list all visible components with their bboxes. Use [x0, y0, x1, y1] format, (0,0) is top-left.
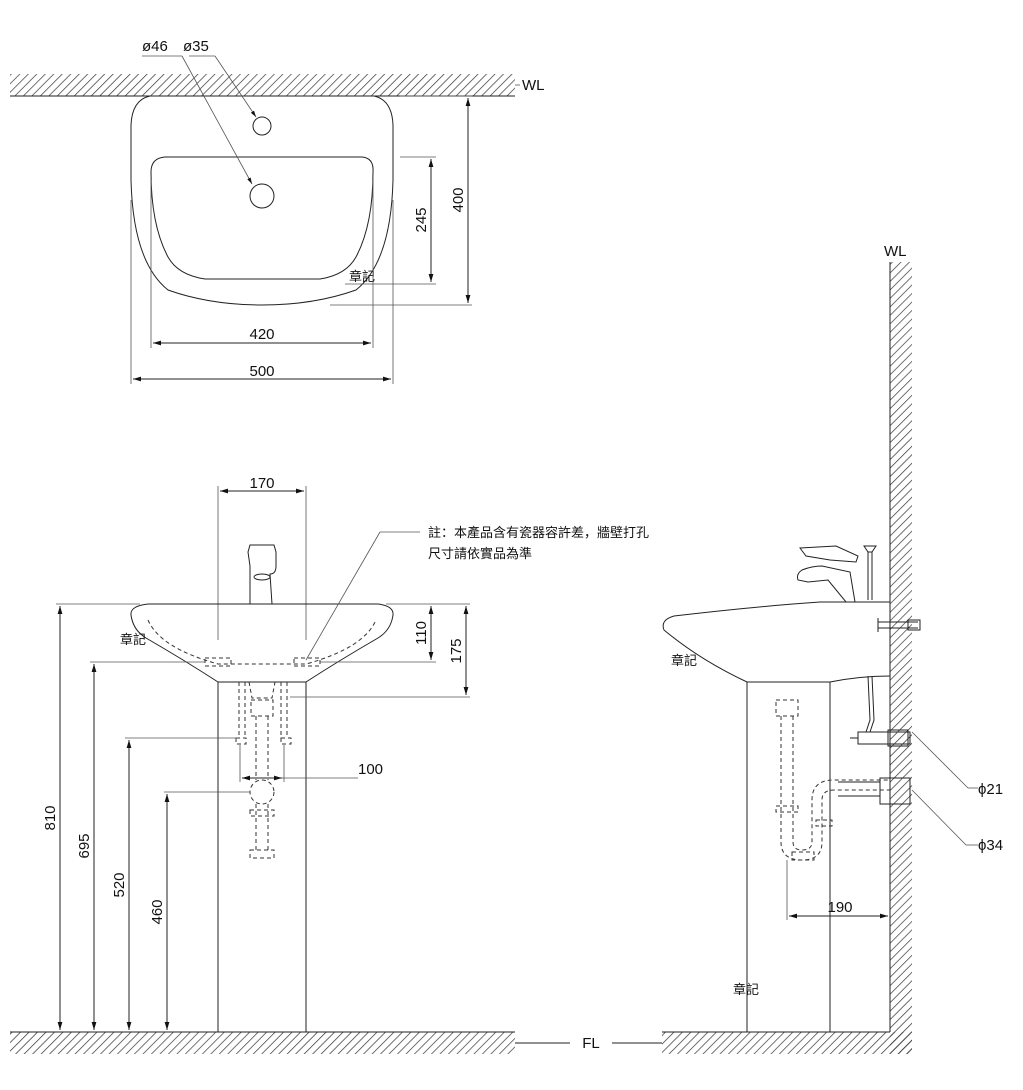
dim-width: 500 — [249, 363, 274, 380]
dim-depth: 400 — [450, 187, 467, 212]
top-wall-label: WL — [522, 77, 545, 94]
side-floor-hatch — [662, 1032, 912, 1054]
front-floor-hatch — [10, 1032, 515, 1054]
dim-height-drain: 460 — [149, 899, 166, 924]
bowl-outline-top — [150, 156, 374, 280]
stamp-front: 章記 — [120, 632, 146, 648]
top-view: WL ø46 ø35 245 400 章記 420 500 — [10, 38, 545, 384]
front-view: 170 章記 100 — [10, 475, 649, 1054]
dim-basin-bottom: 175 — [448, 638, 465, 663]
stamp-top: 章記 — [349, 269, 375, 285]
dim-drain: ϕ34 — [978, 837, 1003, 854]
basin-side — [662, 601, 891, 683]
note-line1: 註：本產品含有瓷器容許差，牆壁打孔 — [428, 525, 649, 541]
dim-bowl-width: 420 — [249, 326, 274, 343]
dim-faucet-spacing: 170 — [249, 475, 274, 492]
tap-hole-circle — [252, 116, 272, 136]
floor-label: FL — [582, 1035, 600, 1052]
note-line2: 尺寸請依實品為準 — [428, 546, 532, 562]
top-wall-hatch — [10, 74, 515, 96]
dim-pipe-spacing: 100 — [358, 761, 383, 778]
side-view: WL 章記 — [662, 243, 1003, 1054]
dim-bowl-depth: 245 — [413, 207, 430, 232]
stamp-side-upper: 章記 — [671, 653, 697, 669]
dim-height-bracket: 695 — [76, 833, 93, 858]
dim-trap-offset: 190 — [827, 899, 852, 916]
dim-height-supply: 520 — [111, 872, 128, 897]
hole-label-46: ø46 — [142, 38, 168, 55]
dim-basin-top: 110 — [413, 621, 430, 645]
dim-height-rim: 810 — [42, 805, 59, 830]
stamp-side-lower: 章記 — [733, 982, 759, 998]
basin-front — [130, 603, 394, 683]
side-wall-label: WL — [884, 243, 907, 260]
side-wall-hatch — [890, 262, 912, 1054]
hole-label-35: ø35 — [183, 38, 209, 55]
faucet-side — [797, 565, 856, 603]
drain-hole-circle — [249, 183, 275, 209]
basin-outline-top — [130, 95, 394, 306]
dim-supply: ϕ21 — [978, 781, 1003, 798]
